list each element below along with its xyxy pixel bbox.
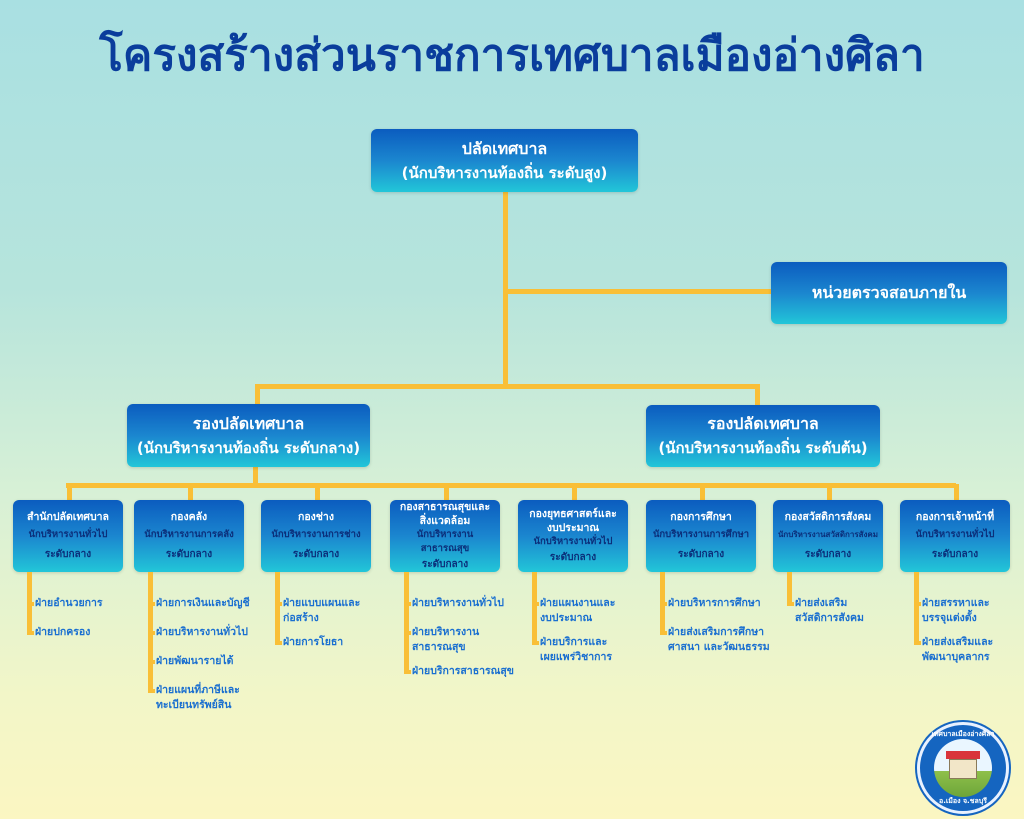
deputy-clerk-box: รองปลัดเทศบาล (นักบริหารงานท้องถิ่น ระดั… (646, 405, 880, 467)
department-name: กองการเจ้าหน้าที่ (915, 511, 995, 523)
connector-line (188, 484, 193, 501)
connector-line (505, 289, 772, 294)
department-box: กองคลังนักบริหารงานการคลังระดับกลาง (134, 500, 244, 572)
department-level: ระดับกลาง (44, 549, 92, 560)
connector-line (700, 484, 705, 501)
box-title: หน่วยตรวจสอบภายใน (811, 283, 967, 302)
connector-line (67, 484, 72, 501)
connector-line (954, 484, 959, 501)
department-level: ระดับกลาง (677, 549, 725, 560)
box-title: ปลัดเทศบาล (461, 138, 548, 158)
connector-line (787, 572, 792, 606)
department-position: นักบริหารงานการศึกษา (652, 529, 750, 540)
box-title: รองปลัดเทศบาล (192, 413, 305, 433)
department-level: ระดับกลาง (421, 559, 469, 570)
section-item: ฝ่ายส่งเสริม สวัสดิการสังคม (795, 597, 864, 624)
logo-bottom-text: อ.เมือง จ.ชลบุรี (939, 797, 987, 805)
connector-line (66, 483, 956, 488)
department-box: กองการเจ้าหน้าที่นักบริหารงานทั่วไประดับ… (900, 500, 1010, 572)
department-position: นักบริหารงานทั่วไป (28, 529, 108, 540)
section-item: ฝ่ายแบบแผนและ ก่อสร้าง (283, 597, 361, 624)
connector-line (572, 484, 577, 501)
department-name: กองคลัง (170, 511, 208, 523)
department-box: กองสวัสดิการสังคมนักบริหารงานสวัสดิการสั… (773, 500, 883, 572)
department-box: สำนักปลัดเทศบาลนักบริหารงานทั่วไประดับกล… (13, 500, 123, 572)
department-position: นักบริหารงานทั่วไป (533, 536, 613, 547)
page-title: โครงสร้างส่วนราชการเทศบาลเมืองอ่างศิลา (99, 30, 925, 81)
building-roof-icon (946, 751, 980, 759)
department-name: กองสาธารณสุขและ สิ่งแวดล้อม (399, 501, 491, 527)
department-box: กองสาธารณสุขและ สิ่งแวดล้อมนักบริหารงานส… (390, 500, 500, 572)
section-item: ฝ่ายบริหารงาน สาธารณสุข (412, 626, 480, 653)
section-item: ฝ่ายอำนวยการ (35, 597, 103, 609)
municipal-clerk-box: ปลัดเทศบาล (นักบริหารงานท้องถิ่น ระดับสู… (371, 129, 638, 192)
department-level: ระดับกลาง (549, 552, 597, 563)
department-box: กองการศึกษานักบริหารงานการศึกษาระดับกลาง (646, 500, 756, 572)
connector-line (255, 384, 760, 389)
section-item: ฝ่ายส่งเสริมและ พัฒนาบุคลากร (922, 636, 994, 663)
department-position: นักบริหารงานการคลัง (144, 529, 234, 540)
department-name: กองสวัสดิการสังคม (784, 511, 872, 523)
department-name: สำนักปลัดเทศบาล (27, 511, 109, 523)
department-position: นักบริหารงานทั่วไป (915, 529, 995, 540)
box-subtitle: (นักบริหารงานท้องถิ่น ระดับต้น) (658, 439, 868, 457)
department-level: ระดับกลาง (165, 549, 213, 560)
connector-line (532, 572, 537, 645)
section-item: ฝ่ายบริหารงานทั่วไป (156, 626, 248, 638)
department-name: กองช่าง (298, 511, 334, 523)
department-name: กองยุทธศาสตร์และ งบประมาณ (529, 508, 617, 534)
section-item: ฝ่ายการโยธา (283, 636, 344, 648)
department-box: กองยุทธศาสตร์และ งบประมาณนักบริหารงานทั่… (518, 500, 628, 572)
connector-line (253, 466, 258, 486)
section-item: ฝ่ายพัฒนารายได้ (156, 655, 234, 667)
section-item: ฝ่ายการเงินและบัญชี (156, 597, 250, 609)
building-icon (949, 759, 977, 779)
connector-line (315, 484, 320, 501)
connector-line (27, 572, 32, 635)
department-name: กองการศึกษา (670, 511, 732, 523)
department-position: นักบริหารงานสวัสดิการสังคม (777, 530, 879, 539)
department-level: ระดับกลาง (931, 549, 979, 560)
municipality-logo: เทศบาลเมืองอ่างศิลา อ.เมือง จ.ชลบุรี (917, 722, 1009, 814)
connector-line (444, 484, 449, 501)
section-item: ฝ่ายแผนงานและ งบประมาณ (540, 597, 616, 624)
department-position: นักบริหารงานการช่าง (271, 529, 361, 540)
connector-line (914, 572, 919, 645)
box-subtitle: (นักบริหารงานท้องถิ่น ระดับสูง) (401, 163, 608, 182)
department-level: ระดับกลาง (292, 549, 340, 560)
section-item: ฝ่ายปกครอง (35, 626, 91, 638)
section-item: ฝ่ายบริการและ เผยแพร่วิชาการ (540, 636, 613, 663)
connector-line (148, 572, 153, 693)
box-title: รองปลัดเทศบาล (707, 414, 819, 433)
internal-audit-box: หน่วยตรวจสอบภายใน (771, 262, 1007, 324)
section-item: ฝ่ายบริหารการศึกษา (668, 597, 761, 609)
connector-line (827, 484, 832, 501)
connector-line (660, 572, 665, 635)
connector-line (404, 572, 409, 674)
department-level: ระดับกลาง (804, 549, 852, 560)
box-subtitle: (นักบริหารงานท้องถิ่น ระดับกลาง) (136, 438, 361, 457)
section-item: ฝ่ายบริหารงานทั่วไป (412, 597, 504, 609)
section-item: ฝ่ายส่งเสริมการศึกษา ศาสนา และวัฒนธรรม (668, 626, 770, 653)
deputy-clerk-box: รองปลัดเทศบาล (นักบริหารงานท้องถิ่น ระดั… (127, 404, 370, 467)
logo-emblem (934, 739, 992, 797)
connector-line (275, 572, 280, 645)
connector-line (755, 384, 760, 406)
connector-line (255, 384, 260, 406)
department-position: นักบริหารงานสาธารณสุข (416, 529, 474, 554)
logo-top-text: เทศบาลเมืองอ่างศิลา (931, 730, 995, 738)
section-item: ฝ่ายบริการสาธารณสุข (412, 665, 514, 677)
department-box: กองช่างนักบริหารงานการช่างระดับกลาง (261, 500, 371, 572)
section-item: ฝ่ายแผนที่ภาษีและ ทะเบียนทรัพย์สิน (156, 684, 240, 711)
section-item: ฝ่ายสรรหาและ บรรจุแต่งตั้ง (922, 597, 990, 624)
